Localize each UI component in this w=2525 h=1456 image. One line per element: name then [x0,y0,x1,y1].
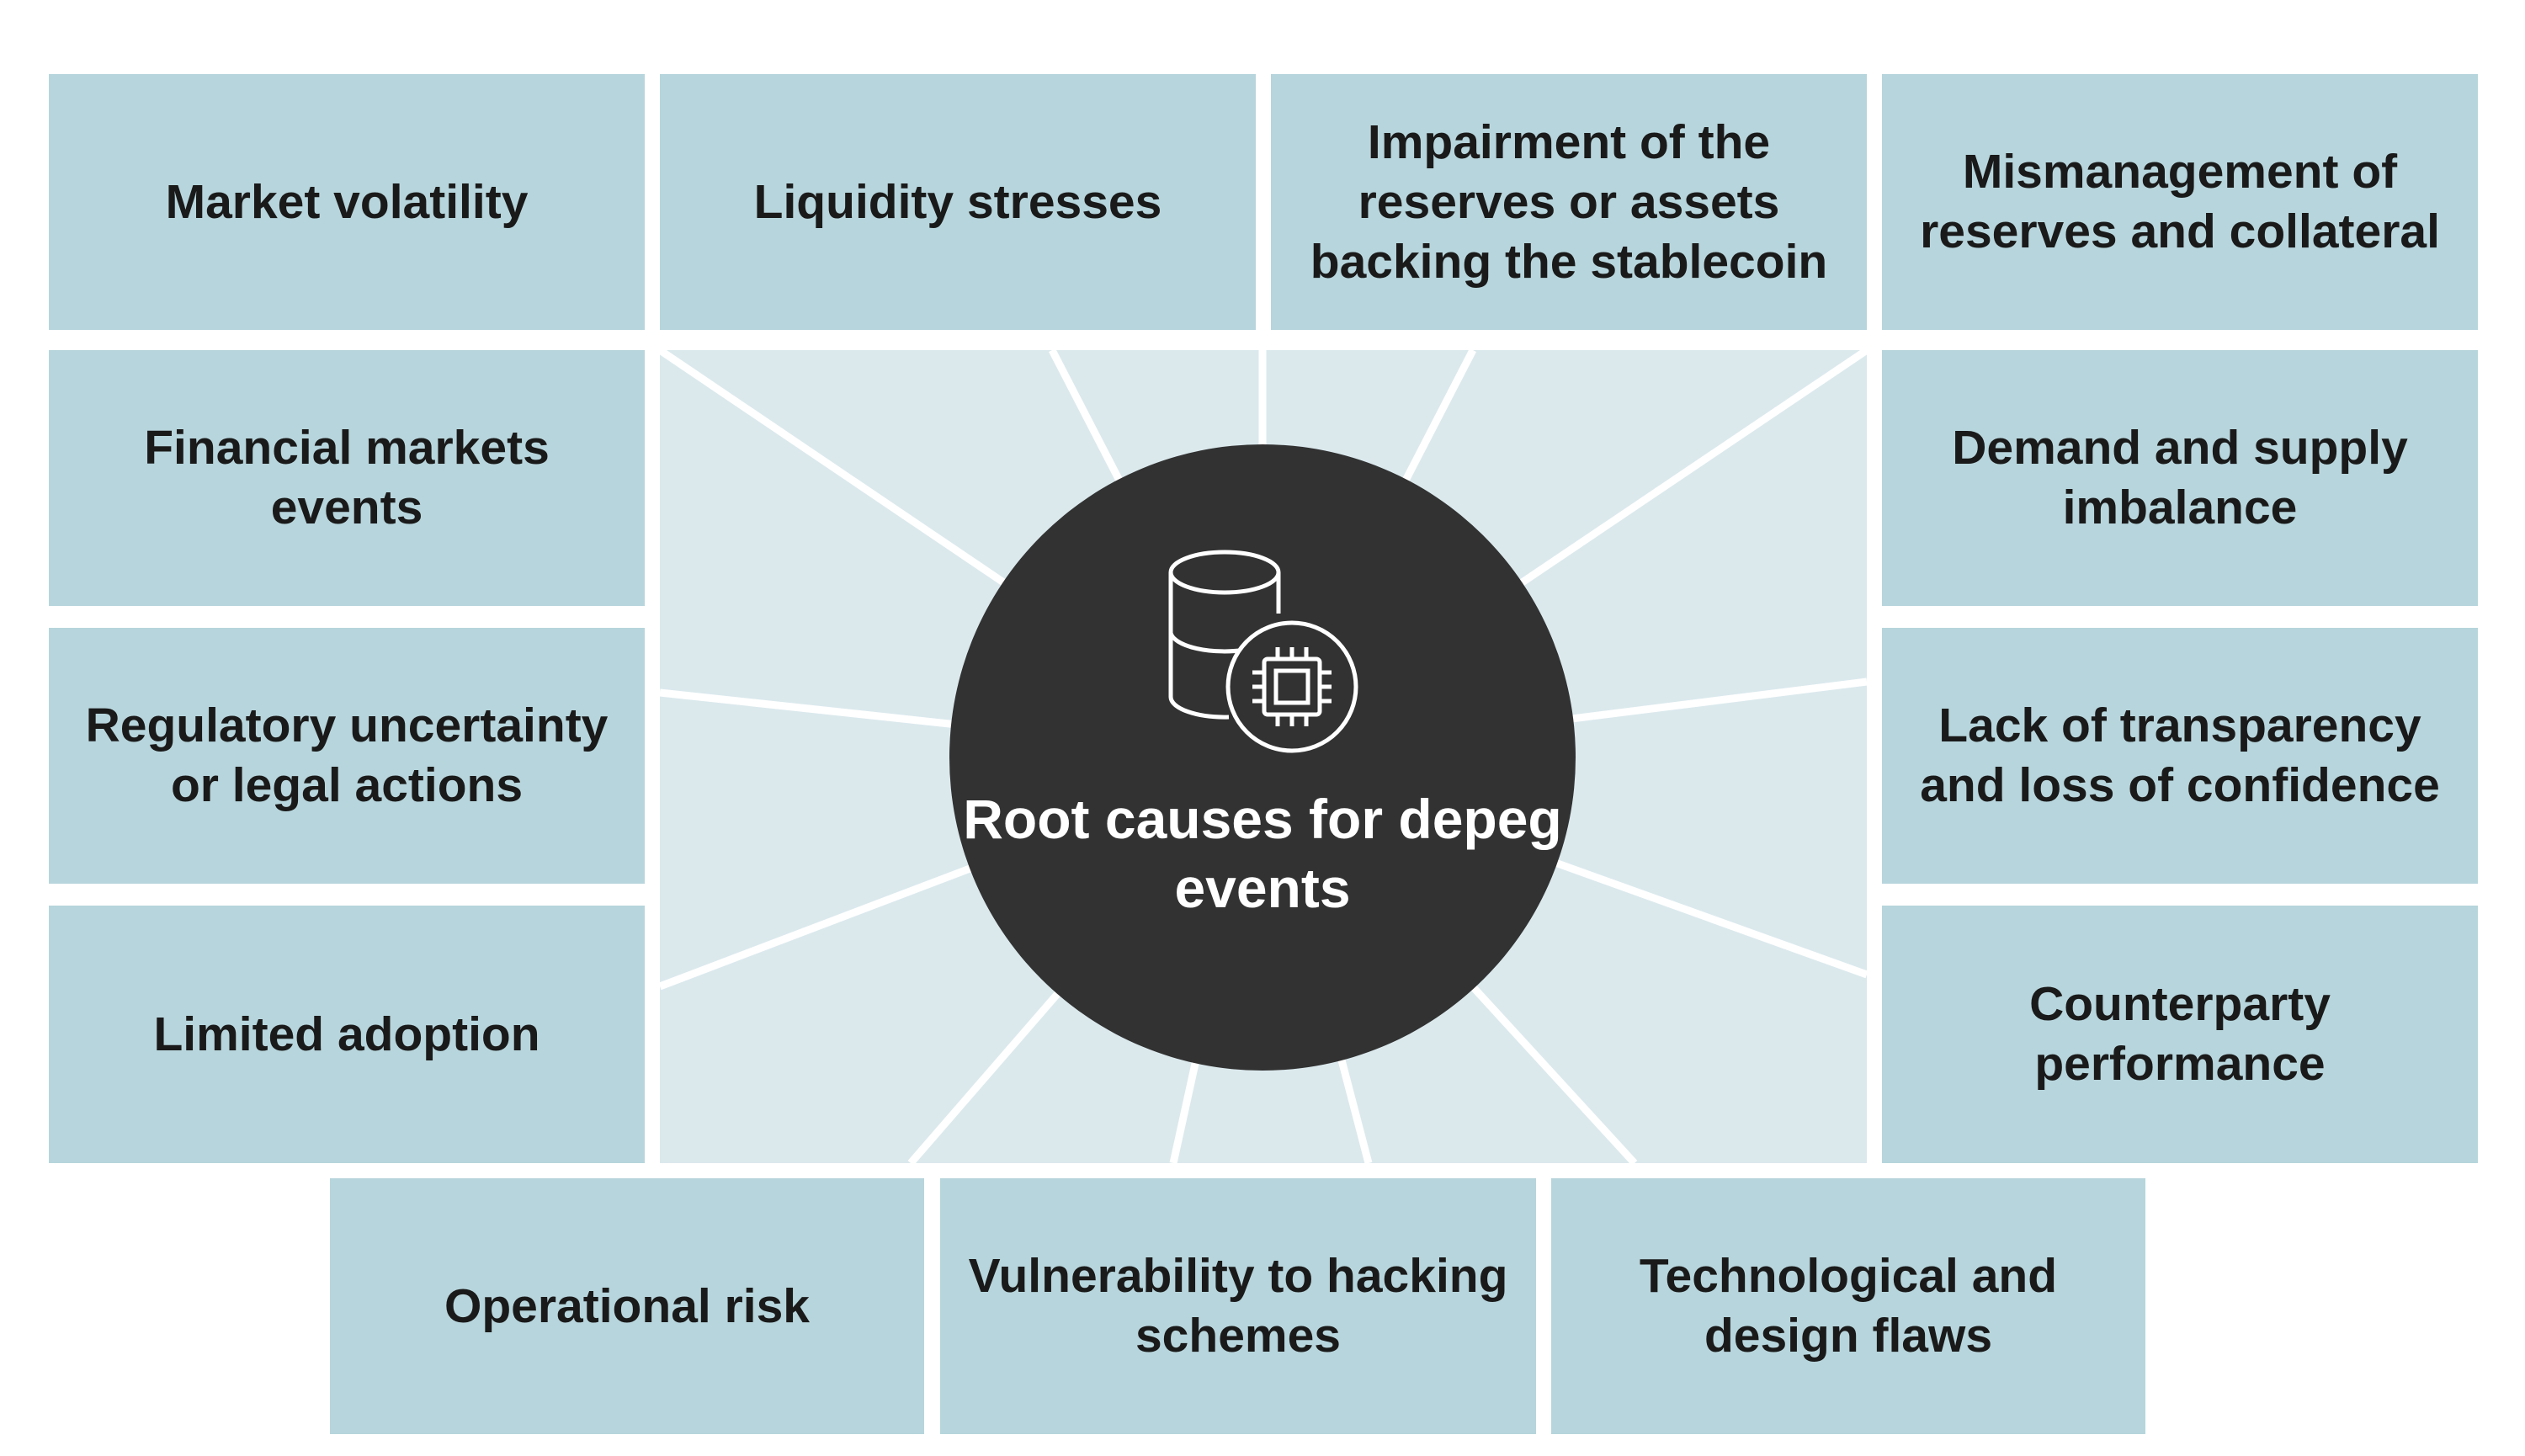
cause-label: Impairment of the reserves or assets bac… [1310,114,1828,289]
cause-label: Limited adoption [153,1007,540,1061]
cause-regulatory-uncertainty: Regulatory uncertainty or legal actions [49,628,645,884]
cause-technological-design-flaws: Technological and design flaws [1551,1178,2145,1434]
cause-label: Regulatory uncertainty or legal actions [85,699,609,812]
cause-label: Market volatility [165,174,529,229]
database-chip-icon [1168,550,1358,753]
cause-financial-markets-events: Financial markets events [49,350,645,606]
cause-label: Financial markets events [144,421,550,534]
cause-mismanagement-of-reserves: Mismanagement of reserves and collateral [1882,74,2478,330]
cause-label: Vulnerability to hacking schemes [968,1249,1508,1363]
hub-circle [949,444,1576,1071]
cause-demand-supply-imbalance: Demand and supply imbalance [1882,350,2478,606]
cause-label: Lack of transparency and loss of confide… [1920,699,2440,812]
cause-label: Operational risk [444,1278,810,1333]
cause-label: Technological and design flaws [1639,1249,2058,1363]
cause-operational-risk: Operational risk [330,1178,924,1434]
cause-label: Liquidity stresses [753,174,1162,229]
cause-lack-of-transparency: Lack of transparency and loss of confide… [1882,628,2478,884]
cause-liquidity-stresses: Liquidity stresses [660,74,1256,330]
cause-market-volatility: Market volatility [49,74,645,330]
cause-limited-adoption: Limited adoption [49,906,645,1163]
hub-title: Root causes for depeg events [963,788,1562,919]
cause-impairment-of-reserves: Impairment of the reserves or assets bac… [1271,74,1867,330]
cause-label: Mismanagement of reserves and collateral [1920,145,2440,258]
cause-label: Counterparty performance [2029,977,2331,1091]
cause-label: Demand and supply imbalance [1952,421,2408,534]
cause-counterparty-performance: Counterparty performance [1882,906,2478,1163]
cause-vulnerability-to-hacking: Vulnerability to hacking schemes [940,1178,1536,1434]
